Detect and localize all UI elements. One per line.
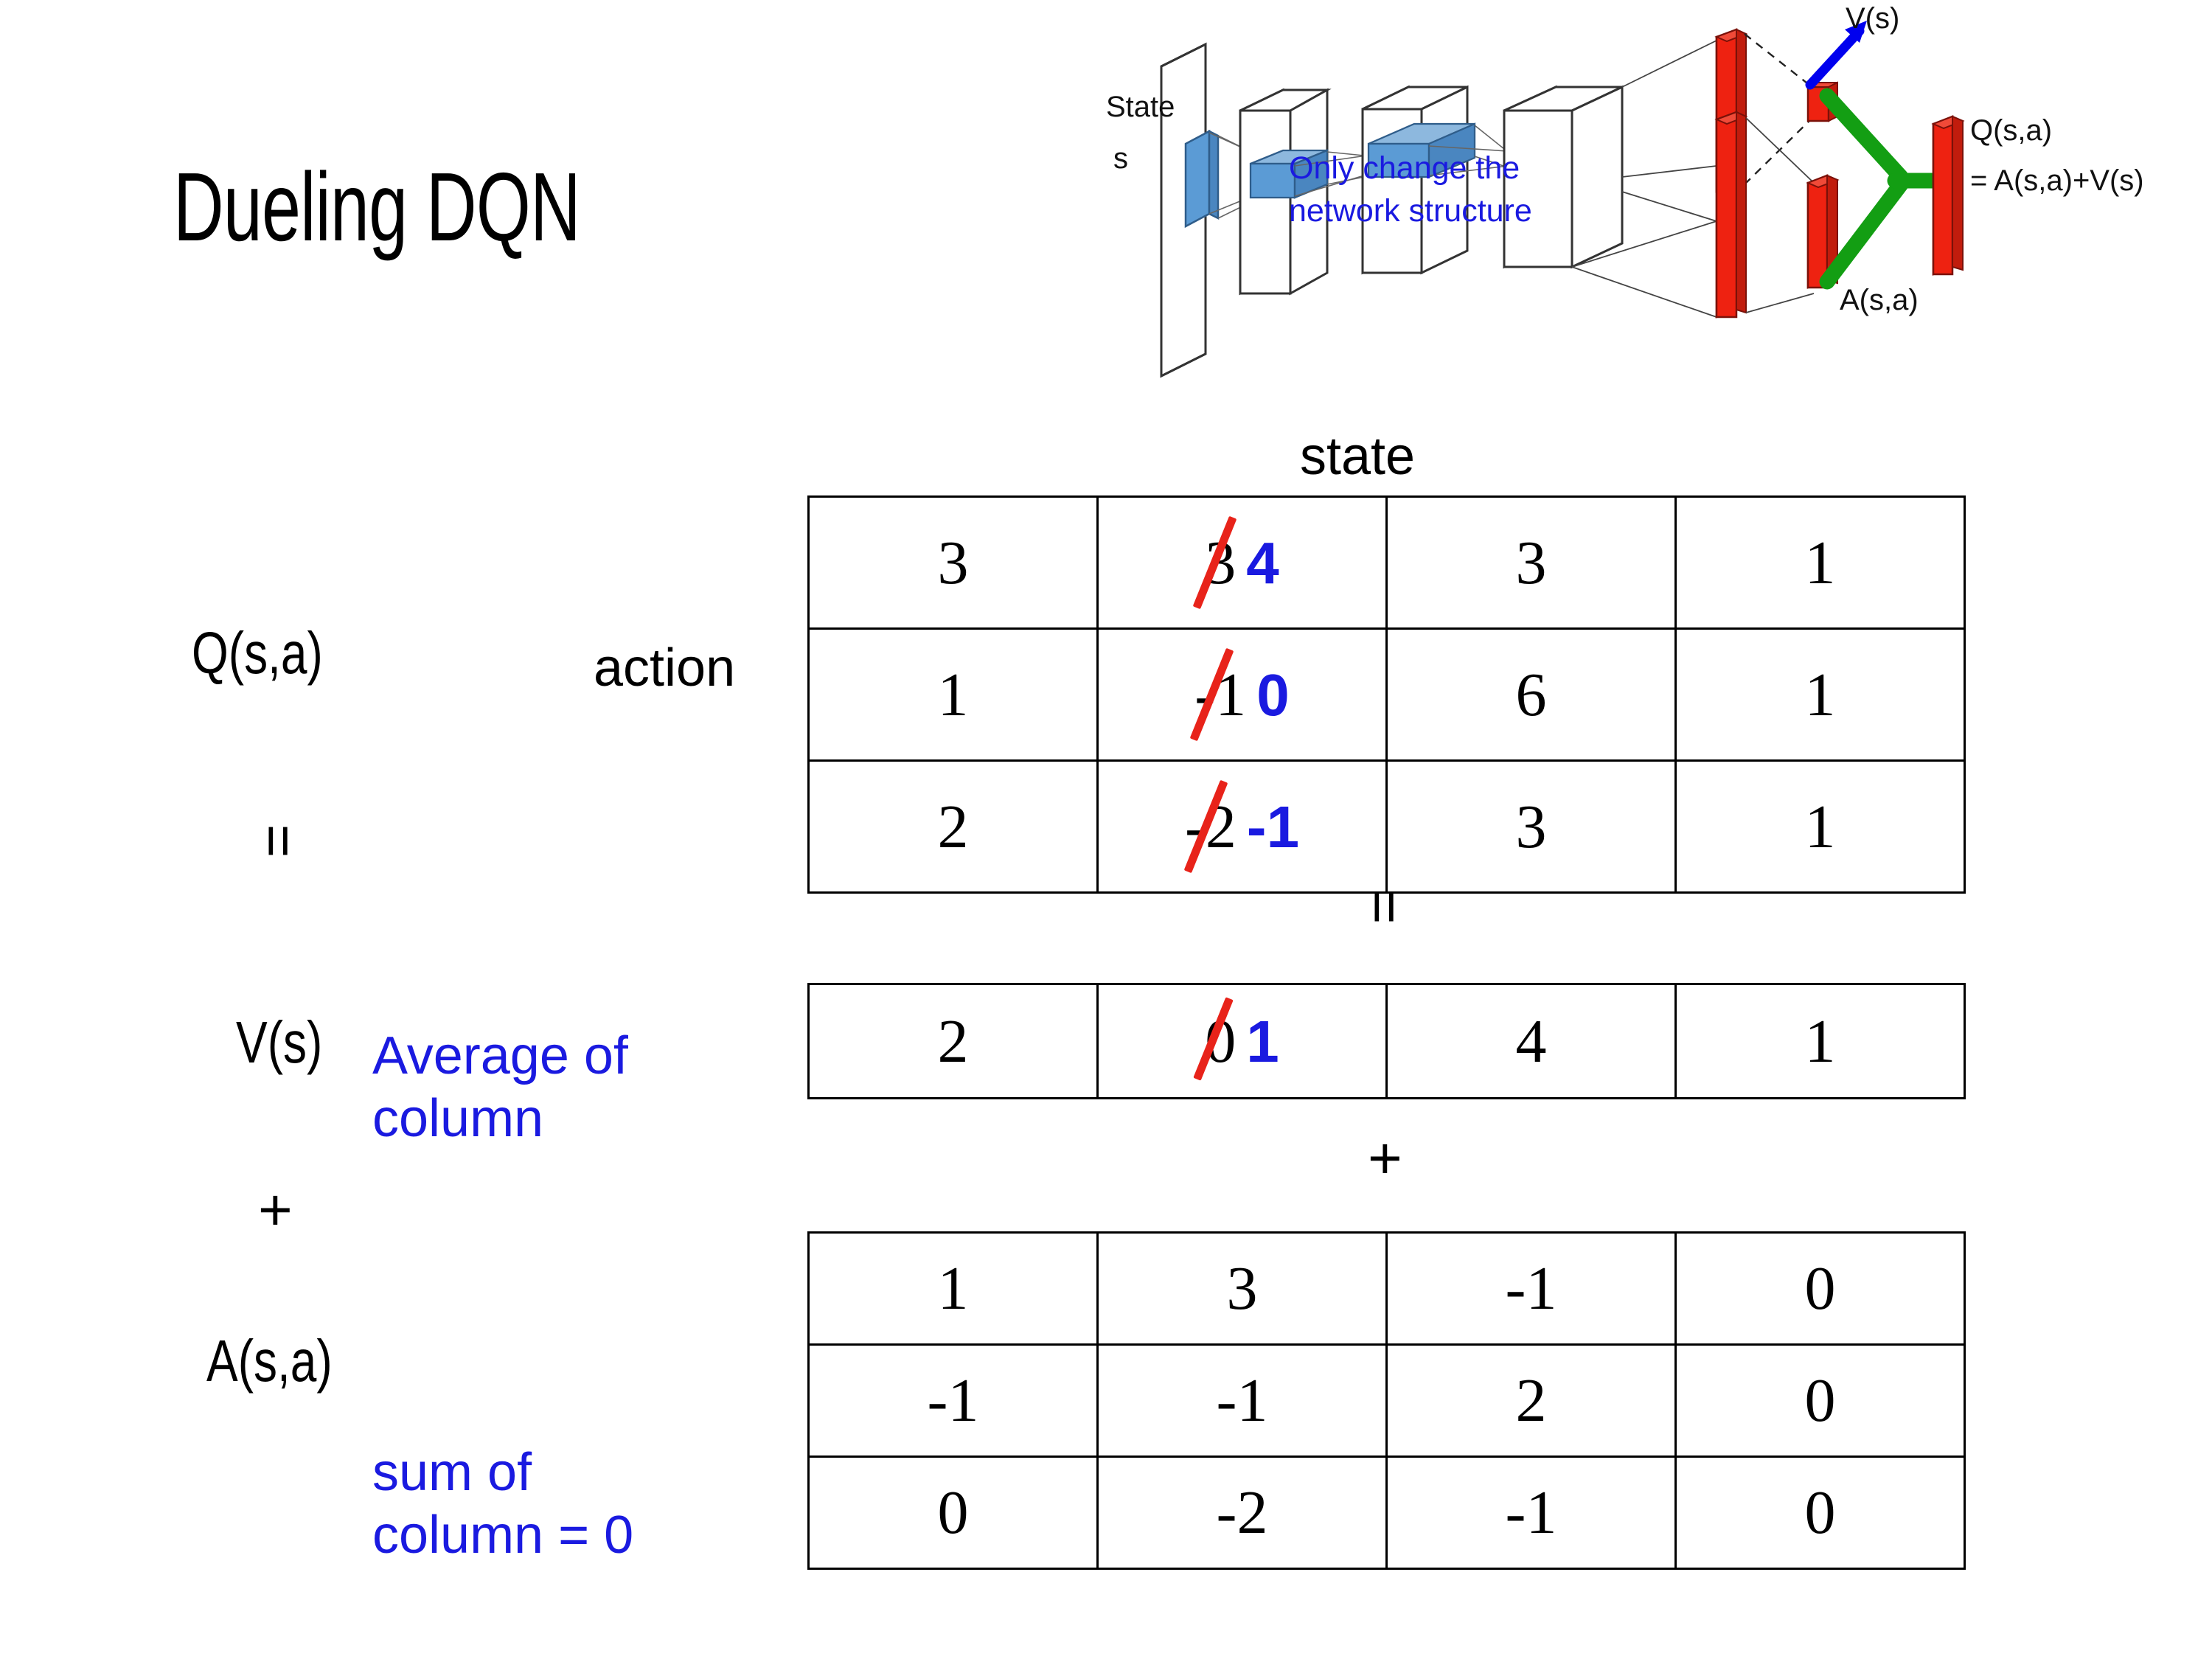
note-sum-line1: sum of (372, 1443, 532, 1502)
value-label: V(s) (1846, 2, 1899, 35)
advantage-label: A(s,a) (1840, 284, 1919, 316)
stream-split-lines (1571, 40, 1717, 318)
conv-block-3 (1503, 85, 1624, 269)
advantage-node-links (1745, 117, 1815, 313)
q-cell-r1c3: 1 (1674, 627, 1966, 762)
plus-sign-middle: + (1368, 1125, 1402, 1191)
q-cell-r2c3: 1 (1674, 759, 1966, 894)
network-note-line2: network structure (1289, 193, 1532, 229)
input-label-line1: State (1106, 91, 1175, 123)
q-cell-r0c0: 3 (807, 495, 1099, 630)
note-sum-of-column: sum of column = 0 (372, 1441, 633, 1567)
table-row: 1 3 -1 0 (807, 1231, 1966, 1346)
q-cell-r2c1-old: -2 (1184, 792, 1237, 861)
equals-sign-middle: = (1352, 890, 1418, 925)
a-cell-r2c1: -2 (1096, 1455, 1388, 1570)
q-cell-r0c3: 1 (1674, 495, 1966, 630)
network-note-line1: Only change the (1289, 150, 1520, 186)
q-cell-r0c1-new: 4 (1246, 529, 1279, 596)
a-cell-r0c1: 3 (1096, 1231, 1388, 1346)
note-average-line2: column (372, 1088, 544, 1148)
note-average-of-column: Average of column (372, 1025, 628, 1150)
v-function-label: V(s) (236, 1009, 323, 1075)
advantage-node-bar (1806, 174, 1840, 289)
q-output-label-line1: Q(s,a) (1970, 114, 2052, 147)
q-cell-r0c1-old: 3 (1205, 528, 1237, 597)
q-cell-r2c1-new: -1 (1246, 793, 1300, 860)
v-cell-c1-old: 0 (1205, 1006, 1237, 1076)
connections-3 (1428, 125, 1509, 176)
advantage-stream-bar (1714, 111, 1748, 319)
q-cell-r0c2: 3 (1385, 495, 1677, 630)
table-row: -1 -1 2 0 (807, 1343, 1966, 1458)
q-cell-r2c2: 3 (1385, 759, 1677, 894)
a-cell-r2c2: -1 (1385, 1455, 1677, 1570)
table-row: 0 -2 -1 0 (807, 1455, 1966, 1570)
plus-sign-left: + (258, 1177, 293, 1242)
state-axis-label: state (1300, 427, 1416, 486)
merge-green-paths (1819, 88, 1946, 290)
q-cell-r1c2: 6 (1385, 627, 1677, 762)
a-cell-r1c3: 0 (1674, 1343, 1966, 1458)
dueling-network-diagram: State s Only change the network structur… (1106, 0, 2212, 413)
note-average-line1: Average of (372, 1026, 628, 1085)
q-output-label-line2: = A(s,a)+V(s) (1970, 164, 2144, 197)
v-cell-c1-new: 1 (1246, 1008, 1279, 1074)
a-cell-r0c3: 0 (1674, 1231, 1966, 1346)
q-cell-r1c1-old: -1 (1194, 660, 1247, 729)
a-cell-r0c0: 1 (807, 1231, 1099, 1346)
a-cell-r1c0: -1 (807, 1343, 1099, 1458)
conv-block-2 (1361, 85, 1476, 275)
a-cell-r0c2: -1 (1385, 1231, 1677, 1346)
note-sum-line2: column = 0 (372, 1505, 634, 1565)
page-title: Dueling DQN (173, 153, 581, 261)
a-cell-r2c0: 0 (807, 1455, 1099, 1570)
q-output-bar (1931, 115, 1965, 276)
q-cell-r2c0: 2 (807, 759, 1099, 894)
q-cell-r1c0: 1 (807, 627, 1099, 762)
input-label-line2: s (1113, 142, 1128, 175)
value-arrow-icon (1805, 21, 1867, 90)
v-cell-c3: 1 (1674, 983, 1966, 1099)
input-plane-shape (1160, 42, 1207, 378)
q-cell-r2c1: -2-1 (1096, 759, 1388, 894)
conv-block-1 (1239, 88, 1332, 296)
a-function-label: A(s,a) (206, 1328, 333, 1394)
q-function-label: Q(s,a) (192, 620, 323, 686)
v-cell-c0: 2 (807, 983, 1099, 1099)
a-cell-r1c1: -1 (1096, 1343, 1388, 1458)
equals-sign-left: = (246, 824, 312, 858)
q-cell-r1c1-new: 0 (1256, 661, 1290, 728)
action-axis-label: action (594, 639, 736, 698)
a-cell-r2c3: 0 (1674, 1455, 1966, 1570)
v-cell-c2: 4 (1385, 983, 1677, 1099)
a-cell-r1c2: 2 (1385, 1343, 1677, 1458)
a-value-table: 1 3 -1 0 -1 -1 2 0 0 -2 -1 0 (807, 1231, 1966, 1570)
value-node-links (1744, 33, 1815, 185)
table-row: 2 -2-1 3 1 (807, 759, 1966, 894)
